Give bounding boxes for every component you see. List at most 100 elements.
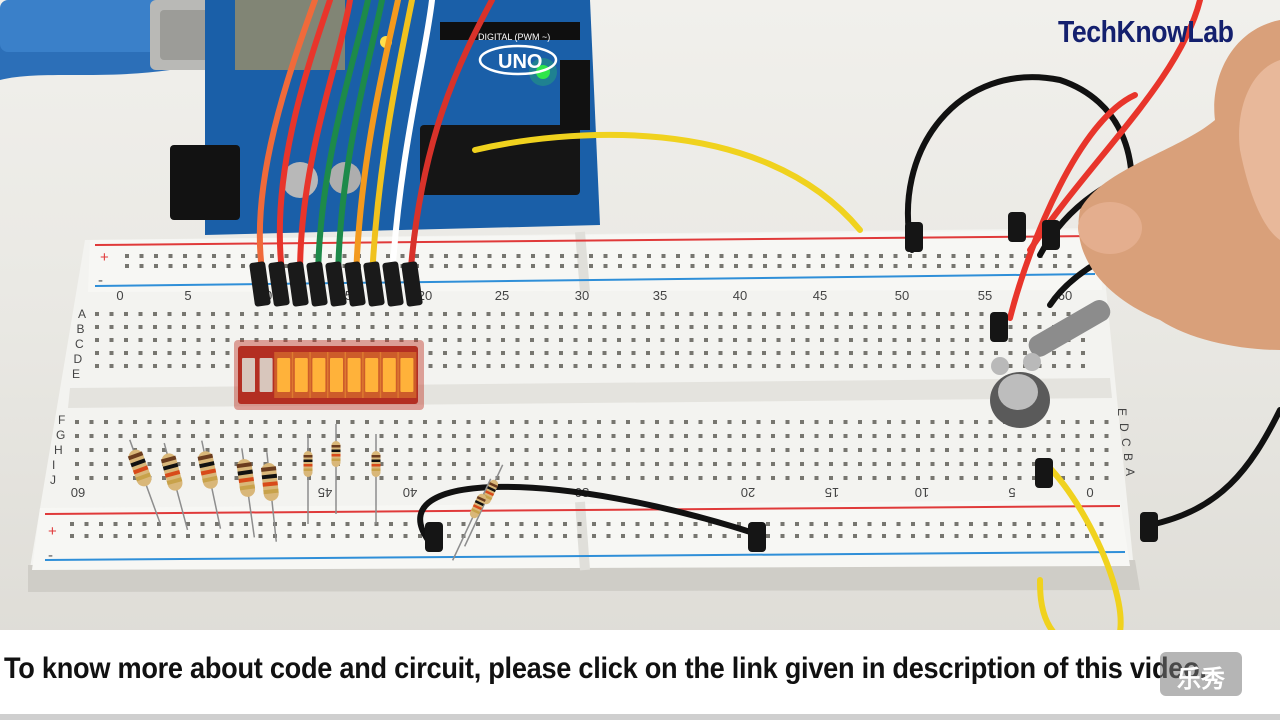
- breadboard-hole: [954, 522, 959, 526]
- breadboard-hole: [501, 364, 505, 368]
- breadboard-hole: [756, 420, 761, 424]
- breadboard-hole: [705, 264, 709, 268]
- breadboard-hole: [983, 522, 988, 526]
- row-letter: E: [72, 367, 80, 381]
- resistor: [260, 452, 279, 542]
- breadboard-hole: [945, 448, 949, 452]
- breadboard-hole: [1075, 420, 1080, 424]
- jumper-wire: [335, 0, 385, 281]
- breadboard-hole: [220, 448, 224, 452]
- breadboard-hole: [481, 420, 485, 424]
- breadboard-hole: [515, 312, 520, 316]
- breadboard-hole: [945, 462, 949, 466]
- breadboard-hole: [476, 522, 480, 526]
- breadboard-hole: [559, 312, 563, 316]
- hand: [1078, 20, 1280, 350]
- breadboard-hole: [302, 534, 306, 538]
- breadboard-hole: [487, 254, 492, 258]
- breadboard-hole: [457, 351, 462, 355]
- breadboard-hole: [930, 434, 935, 438]
- breadboard-hole: [602, 338, 607, 342]
- breadboard-hole: [472, 364, 476, 368]
- breadboard-hole: [466, 476, 471, 480]
- breadboard-hole: [287, 534, 292, 538]
- breadboard-hole: [834, 338, 839, 342]
- breadboard-hole: [423, 476, 427, 480]
- breadboard-hole: [1081, 338, 1085, 342]
- breadboard-hole: [573, 338, 578, 342]
- wire-plug: [990, 312, 1008, 342]
- breadboard-hole: [1046, 420, 1051, 424]
- breadboard-hole: [1023, 351, 1027, 355]
- rail-sign: -: [48, 547, 53, 564]
- breadboard-hole: [452, 434, 456, 438]
- breadboard-hole: [974, 476, 978, 480]
- breadboard-hole: [911, 522, 915, 526]
- breadboard-hole: [893, 254, 898, 258]
- breadboard-hole: [771, 434, 775, 438]
- breadboard-hole: [307, 420, 311, 424]
- breadboard-hole: [829, 476, 833, 480]
- breadboard-hole: [675, 325, 679, 329]
- breadboard-hole: [510, 434, 514, 438]
- breadboard-hole: [331, 534, 335, 538]
- breadboard-hole: [211, 312, 215, 316]
- breadboard-hole: [124, 325, 128, 329]
- breadboard-hole: [1104, 476, 1109, 480]
- breadboard-hole: [234, 462, 239, 466]
- breadboard-hole: [907, 364, 911, 368]
- breadboard-hole: [1056, 534, 1060, 538]
- breadboard-hole: [718, 338, 723, 342]
- breadboard-hole: [713, 420, 717, 424]
- breadboard-hole: [336, 420, 340, 424]
- breadboard-hole: [602, 325, 607, 329]
- breadboard-hole: [370, 338, 375, 342]
- breadboard-hole: [211, 325, 215, 329]
- breadboard-hole: [560, 264, 564, 268]
- bargraph-segment-lit: [294, 358, 308, 392]
- breadboard-hole: [843, 434, 848, 438]
- breadboard-hole: [829, 434, 833, 438]
- breadboard-hole: [568, 462, 572, 466]
- breadboard-hole: [113, 522, 118, 526]
- breadboard-hole: [809, 534, 814, 538]
- site-logo-badge: 乐秀: [1160, 652, 1242, 696]
- breadboard-hole: [95, 338, 99, 342]
- breadboard-hole: [959, 448, 964, 452]
- breadboard-hole: [573, 351, 578, 355]
- breadboard-hole: [892, 364, 897, 368]
- breadboard-hole: [240, 325, 244, 329]
- wire-plug: [249, 261, 271, 307]
- breadboard-hole: [916, 434, 920, 438]
- breadboard-hole: [298, 312, 302, 316]
- breadboard-hole: [379, 462, 384, 466]
- breadboard-hole: [1046, 448, 1051, 452]
- breadboard-hole: [321, 448, 326, 452]
- breadboard-hole: [162, 448, 166, 452]
- breadboard-hole: [142, 534, 147, 538]
- breadboard-hole: [907, 312, 911, 316]
- breadboard-hole: [577, 522, 582, 526]
- breadboard-hole: [959, 420, 964, 424]
- column-number: 40: [403, 485, 417, 500]
- breadboard-hole: [138, 351, 143, 355]
- breadboard-hole: [621, 522, 625, 526]
- breadboard-hole: [75, 420, 79, 424]
- breadboard-hole: [313, 254, 318, 258]
- bargraph-segment-lit: [347, 358, 361, 392]
- breadboard-hole: [733, 364, 737, 368]
- breadboard-hole: [925, 534, 930, 538]
- breadboard-hole: [734, 264, 738, 268]
- breadboard-hole: [162, 434, 166, 438]
- breadboard-hole: [186, 522, 190, 526]
- breadboard-hole: [389, 522, 393, 526]
- breadboard-hole: [365, 476, 369, 480]
- breadboard-hole: [200, 522, 205, 526]
- breadboard-hole: [307, 476, 311, 480]
- breadboard-hole: [443, 312, 447, 316]
- breadboard-hole: [1046, 434, 1051, 438]
- row-letter: C: [75, 337, 84, 351]
- wire-plug: [425, 522, 443, 552]
- column-number: 5: [184, 288, 191, 303]
- breadboard-hole: [472, 351, 476, 355]
